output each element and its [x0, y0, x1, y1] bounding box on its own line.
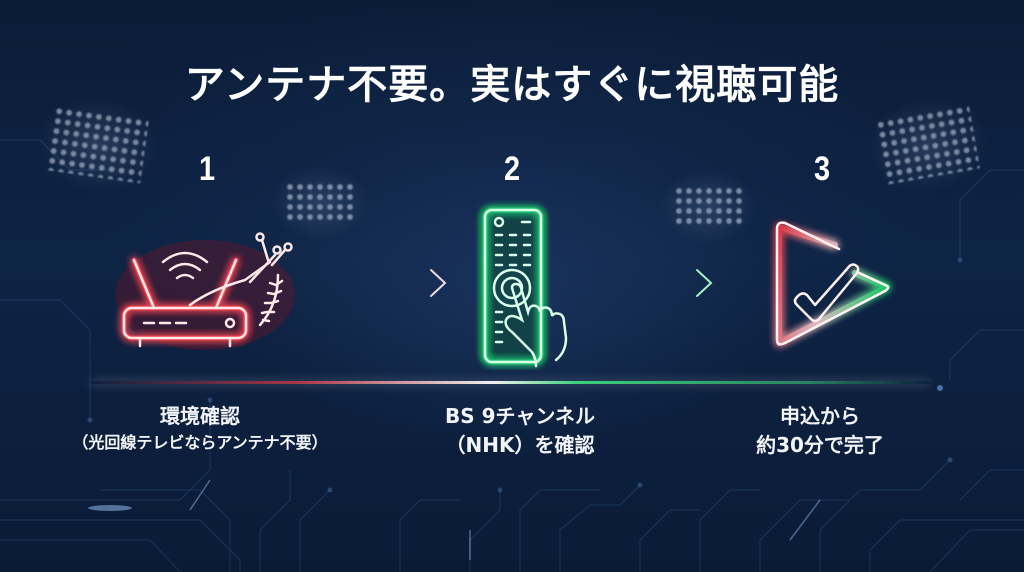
router-fiber-icon — [115, 232, 295, 350]
step-number-1: 1 — [198, 150, 216, 188]
step-caption-1-title: 環境確認 — [160, 404, 240, 428]
arrow-right-icon — [318, 269, 447, 297]
step-number-2: 2 — [503, 150, 521, 188]
step-caption-1-note: （光回線テレビならアンテナ不要） — [72, 433, 328, 452]
stadium-light-right — [875, 104, 980, 185]
step-caption-2: BS 9チャンネル （NHK）を確認 — [400, 402, 640, 460]
step-caption-2-title: BS 9チャンネル — [445, 404, 595, 428]
step-caption-3: 申込から 約30分で完了 — [720, 402, 920, 460]
page-title: アンテナ不要。実はすぐに視聴可能 — [184, 62, 840, 108]
stadium-light-right-small — [654, 166, 762, 248]
remote-press-icon — [478, 205, 568, 368]
play-check-icon — [775, 221, 890, 346]
step-caption-3-title: 申込から — [780, 404, 860, 428]
progress-line — [90, 381, 930, 384]
step-caption-3-note: 約30分で完了 — [756, 433, 884, 457]
stadium-light-left-small — [265, 162, 375, 244]
step-caption-1: 環境確認 （光回線テレビならアンテナ不要） — [40, 402, 360, 456]
step-caption-2-note: （NHK）を確認 — [445, 433, 595, 457]
stadium-light-left — [45, 105, 150, 184]
arrow-right-icon — [588, 269, 713, 297]
step-number-3: 3 — [813, 150, 831, 188]
